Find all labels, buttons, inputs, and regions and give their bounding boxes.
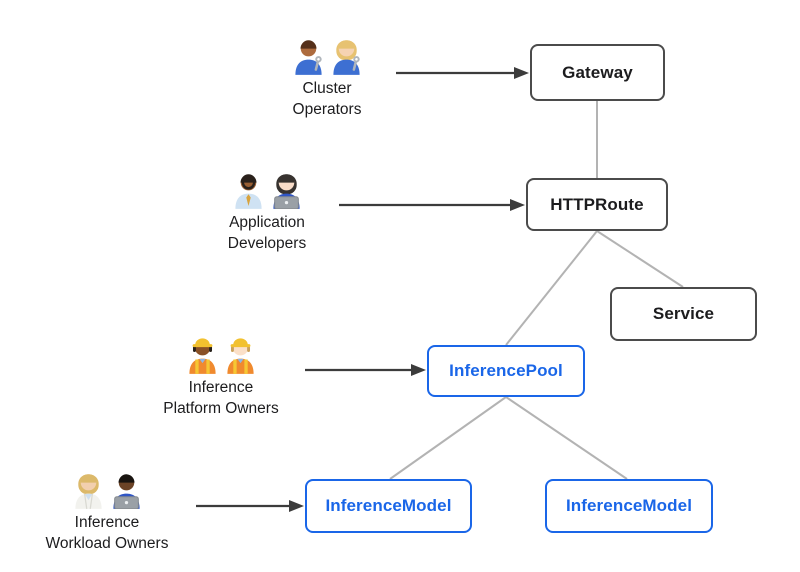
woman-technologist-icon [270, 166, 303, 210]
edge-inferencepool-inferencemodel-right [505, 396, 628, 480]
inference-workload-owners-label: Inference Workload Owners [46, 512, 169, 554]
actor-inference-platform-owners: Inference Platform Owners [111, 331, 331, 419]
inference-platform-owners-emoji [186, 331, 257, 374]
edge-httproute-service [596, 230, 684, 288]
health-worker-icon [72, 466, 105, 509]
cluster-operators-emoji [292, 32, 363, 75]
actor-inference-workload-owners: Inference Workload Owners [0, 466, 217, 554]
node-inferencepool: InferencePool [427, 345, 585, 397]
actor-label-line: Inference [188, 379, 254, 396]
arrowhead-platform-owners-inferencepool [411, 364, 426, 376]
actor-cluster-operators: Cluster Operators [217, 32, 437, 120]
node-httproute: HTTPRoute [526, 178, 668, 231]
node-service: Service [610, 287, 757, 341]
woman-construction-worker-icon [186, 331, 219, 374]
application-developers-emoji [232, 166, 303, 210]
actor-label-line: Cluster [302, 80, 352, 97]
arrowhead-application-developers-httproute [510, 199, 525, 211]
actor-label-line: Application [229, 214, 305, 231]
inference-workload-owners-emoji [72, 466, 143, 510]
node-inferencemodel-right: InferenceModel [545, 479, 713, 533]
edge-inferencepool-inferencemodel-left [389, 396, 507, 480]
node-gateway-label: Gateway [562, 62, 633, 82]
man-construction-worker-icon [224, 331, 257, 374]
actor-application-developers: Application Developers [157, 166, 377, 254]
node-inferencemodel-right-label: InferenceModel [565, 496, 693, 515]
arrowhead-cluster-operators-gateway [514, 67, 529, 79]
actor-label-line: Inference [74, 514, 140, 531]
inference-platform-owners-label: Inference Platform Owners [163, 377, 278, 419]
node-inferencemodel-left: InferenceModel [305, 479, 472, 533]
man-mechanic-icon [292, 32, 325, 75]
arrowhead-workload-owners-inferencemodel [289, 500, 304, 512]
actor-label-line: Operators [292, 101, 362, 119]
woman-mechanic-icon [330, 32, 363, 75]
node-httproute-label: HTTPRoute [550, 194, 644, 214]
cluster-operators-label: Cluster Operators [293, 78, 362, 120]
node-inferencepool-label: InferencePool [449, 361, 563, 380]
node-service-label: Service [652, 304, 715, 323]
node-gateway: Gateway [530, 44, 665, 101]
man-technologist-icon [110, 466, 143, 510]
node-inferencemodel-left-label: InferenceModel [325, 496, 452, 515]
application-developers-label: Application Developers [228, 212, 306, 254]
actor-label-line: Workload Owners [45, 535, 169, 553]
man-office-worker-icon [232, 166, 265, 209]
edge-httproute-inferencepool [505, 230, 598, 346]
actor-label-line: Platform Owners [163, 400, 279, 418]
actor-label-line: Developers [227, 235, 307, 253]
